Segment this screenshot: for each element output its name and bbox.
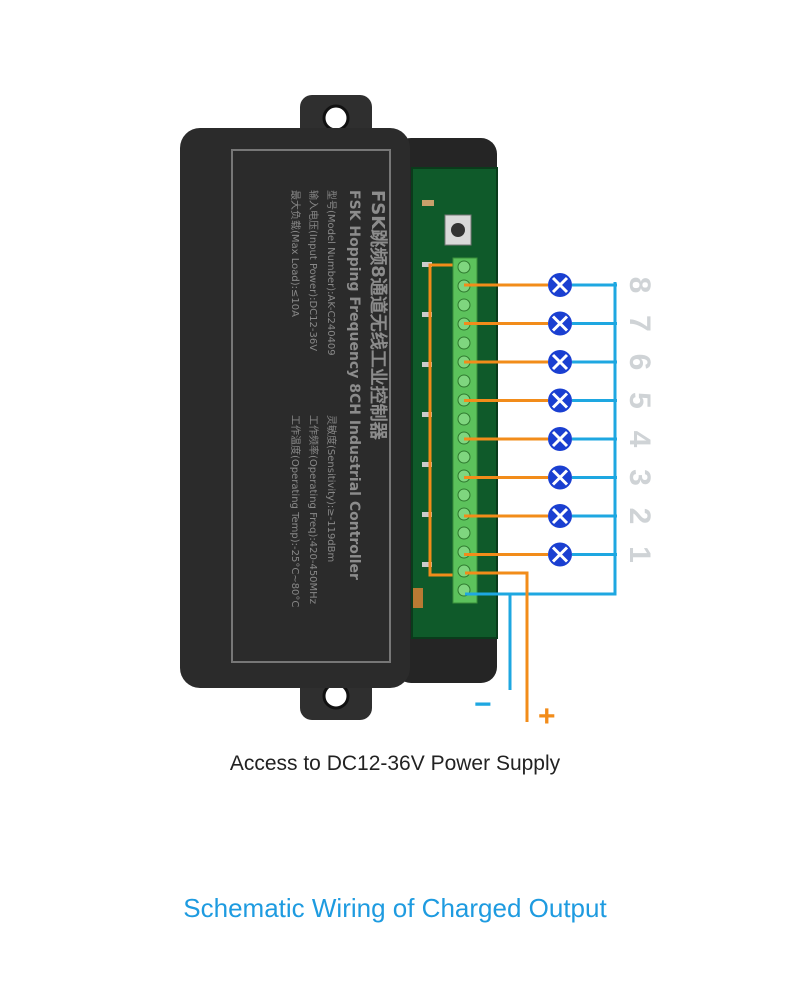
channel-4-circuit: [464, 427, 617, 451]
channel-number-2: 2: [623, 508, 656, 525]
terminal-screw: [457, 298, 471, 312]
terminal-screw: [457, 507, 471, 521]
terminal-screw: [457, 412, 471, 426]
load-lamp-icon: [548, 388, 572, 413]
terminal-screw: [457, 564, 471, 578]
diagram-caption: Schematic Wiring of Charged Output: [183, 893, 607, 923]
device-model: 型号(Model Number):AK-C240409: [325, 190, 338, 356]
device-operating-freq: 工作频率(Operating Freq):420-450MHz: [307, 415, 320, 604]
terminal-screw: [457, 374, 471, 388]
terminal-screw: [457, 260, 471, 274]
channel-number-6: 6: [623, 354, 656, 371]
load-lamp-icon: [548, 542, 572, 567]
terminal-screw: [457, 450, 471, 464]
positive-terminal-sign: +: [538, 700, 556, 733]
channel-2-circuit: [464, 504, 617, 528]
channel-8-circuit: [464, 273, 617, 297]
negative-common-return-wire: [488, 282, 617, 596]
load-lamp-icon: [548, 465, 572, 490]
channel-6-circuit: [464, 350, 617, 374]
load-lamp-icon: [548, 273, 572, 297]
terminal-screw: [457, 336, 471, 350]
channel-number-4: 4: [623, 431, 656, 448]
load-lamp-icon: [548, 350, 572, 374]
load-lamp-icon: [548, 311, 572, 336]
positive-power-wire: [465, 571, 529, 722]
terminal-screw: [457, 488, 471, 502]
channel-5-circuit: [464, 388, 617, 413]
power-supply-caption: Access to DC12-36V Power Supply: [229, 752, 561, 775]
device-max-load: 最大负载(Max Load):≤10A: [289, 190, 302, 317]
channel-7-circuit: [464, 311, 617, 336]
terminal-screw: [457, 545, 471, 559]
channel-number-5: 5: [623, 392, 656, 409]
channel-number-3: 3: [623, 469, 656, 486]
channel-3-circuit: [464, 465, 617, 490]
device-operating-temp: 工作温度(Operating Temp):-25°C~80°C: [289, 415, 302, 607]
channel-number-7: 7: [623, 315, 656, 332]
device-label-cover: [180, 128, 410, 688]
load-lamp-icon: [548, 504, 572, 528]
device-subtitle: FSK Hopping Frequency 8CH Industrial Con…: [346, 190, 362, 580]
negative-terminal-sign: −: [474, 688, 492, 721]
channel-number-1: 1: [623, 546, 656, 563]
terminal-block: [452, 257, 478, 604]
channel-number-8: 8: [623, 277, 656, 294]
load-lamp-icon: [548, 427, 572, 451]
channel-1-circuit: [464, 542, 617, 567]
terminal-screw: [457, 526, 471, 540]
positive-bus-wire: [428, 263, 470, 577]
device-title: FSK跳频8通道无线工业控制器: [367, 190, 389, 441]
device-sensitivity: 灵敏度(Sensitivity):≥-119dBm: [325, 415, 338, 562]
device-input-power: 输入电压(Input Power):DC12-36V: [307, 190, 320, 351]
